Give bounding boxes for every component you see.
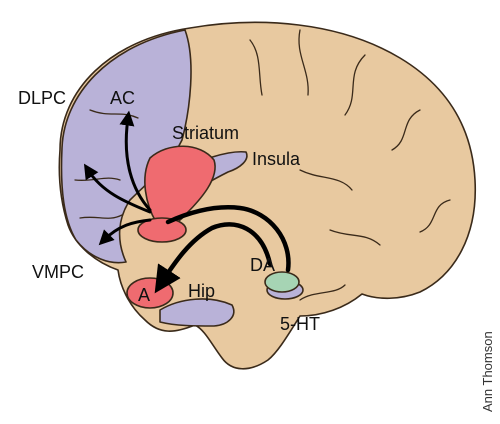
arrow-da-to-amygdala: [154, 222, 273, 294]
artist-credit: Ann Thomson: [480, 331, 495, 412]
brain-fold: [74, 177, 121, 182]
arrow-to-dlpc: [83, 163, 152, 214]
brain-fold: [419, 199, 451, 233]
hippocampus-region: [159, 298, 235, 327]
brain-fold: [391, 109, 421, 151]
brain-fold: [329, 229, 381, 246]
label-a: A: [138, 285, 150, 305]
label-insula: Insula: [252, 149, 301, 169]
striatum-lower-nucleus: [137, 217, 187, 243]
dopamine-nucleus: [264, 271, 300, 293]
brain-fold: [344, 54, 366, 116]
arrow-da-to-striatum: [165, 205, 291, 273]
label-5ht: 5-HT: [280, 314, 320, 334]
arrow-to-ac: [119, 110, 152, 212]
arrow-to-vmpc: [98, 218, 152, 246]
label-da: DA: [250, 255, 275, 275]
label-dlpc: DLPC: [18, 88, 66, 108]
label-hip: Hip: [188, 281, 215, 301]
label-striatum: Striatum: [172, 123, 239, 143]
brain-fold: [249, 39, 263, 96]
brain-fold: [79, 214, 123, 219]
brain-fold: [298, 29, 309, 96]
brain-fold: [299, 284, 346, 301]
label-ac: AC: [110, 88, 135, 108]
brain-fold: [299, 169, 353, 191]
label-vmpc: VMPC: [32, 262, 84, 282]
